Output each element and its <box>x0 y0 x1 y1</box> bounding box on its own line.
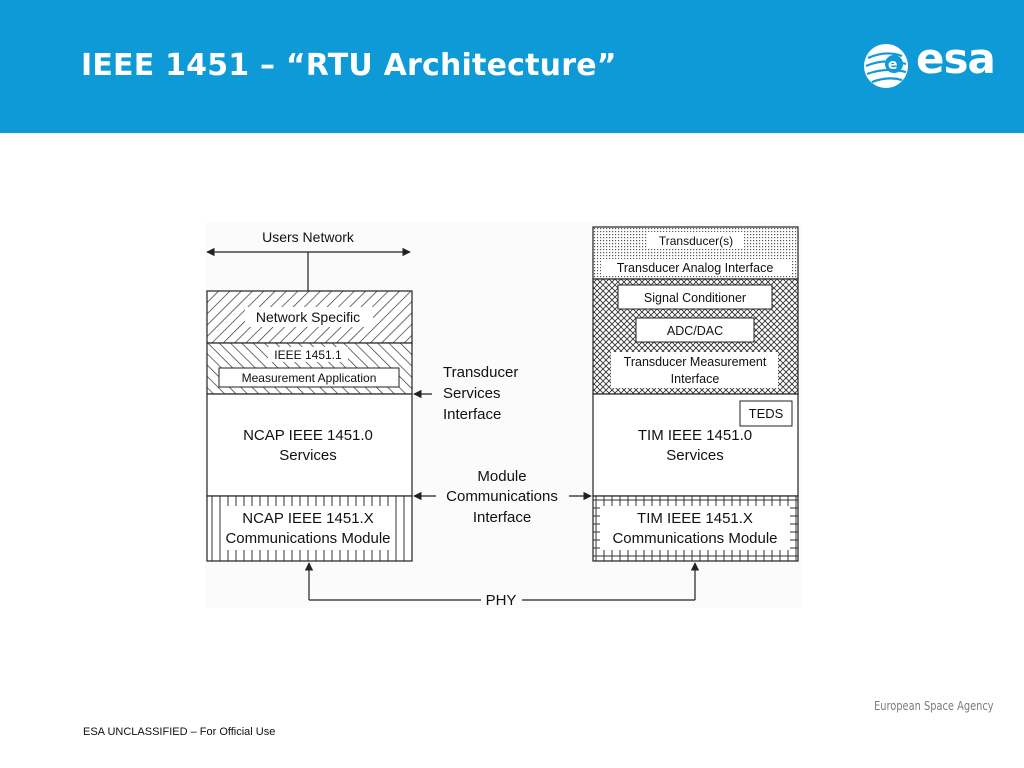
tsi-line1: Transducer <box>443 364 518 381</box>
transducer-analog-interface-label: Transducer Analog Interface <box>617 261 774 275</box>
tmi-line2: Interface <box>671 372 720 386</box>
signal-conditioner-box <box>617 284 773 310</box>
ncap-services-layer <box>206 393 413 497</box>
teds-label: TEDS <box>749 406 784 421</box>
rtu-architecture-diagram: Users Network Network Specific IEEE 1451… <box>205 222 801 608</box>
slide-header: IEEE 1451 – “RTU Architecture” e esa <box>0 0 1024 133</box>
tim-services-line2: Services <box>666 447 724 464</box>
mci-line2: Communications <box>446 488 558 505</box>
ncap-services-line2: Services <box>279 447 337 464</box>
svg-text:e: e <box>888 57 898 73</box>
users-network-label: Users Network <box>262 229 355 245</box>
ncap-services-line1: NCAP IEEE 1451.0 <box>243 427 373 444</box>
tim-comm-line2: Communications Module <box>612 530 777 547</box>
adc-dac-box <box>635 317 755 343</box>
adc-dac-label: ADC/DAC <box>667 324 723 338</box>
tsi-line2: Services <box>443 385 501 402</box>
esa-logo: e esa <box>862 34 1002 92</box>
esa-globe-icon: e <box>864 44 908 88</box>
ieee-1451-1-label: IEEE 1451.1 <box>274 348 342 362</box>
teds-box <box>739 400 793 427</box>
ncap-comm-line1: NCAP IEEE 1451.X <box>242 510 373 527</box>
measurement-application-label: Measurement Application <box>242 371 377 385</box>
mci-line1: Module <box>477 468 526 485</box>
tim-comm-line1: TIM IEEE 1451.X <box>637 510 753 527</box>
esa-wordmark: esa <box>916 34 996 83</box>
slide-title: IEEE 1451 – “RTU Architecture” <box>81 48 617 83</box>
tmi-line1: Transducer Measurement <box>624 355 767 369</box>
transducers-label: Transducer(s) <box>659 234 733 248</box>
ncap-comm-line2: Communications Module <box>225 530 390 547</box>
phy-label: PHY <box>486 592 517 608</box>
measurement-application-box <box>218 367 400 388</box>
tsi-line3: Interface <box>443 406 501 423</box>
network-specific-label: Network Specific <box>256 309 360 325</box>
signal-conditioner-label: Signal Conditioner <box>644 291 746 305</box>
agency-name: European Space Agency <box>874 699 994 713</box>
classification-label: ESA UNCLASSIFIED – For Official Use <box>83 726 276 738</box>
ncap-stack: Network Specific IEEE 1451.1 Measurement… <box>206 290 413 562</box>
tim-services-line1: TIM IEEE 1451.0 <box>638 427 752 444</box>
tim-stack: Transducer(s) Transducer Analog Interfac… <box>592 226 799 562</box>
mci-line3: Interface <box>473 509 531 526</box>
